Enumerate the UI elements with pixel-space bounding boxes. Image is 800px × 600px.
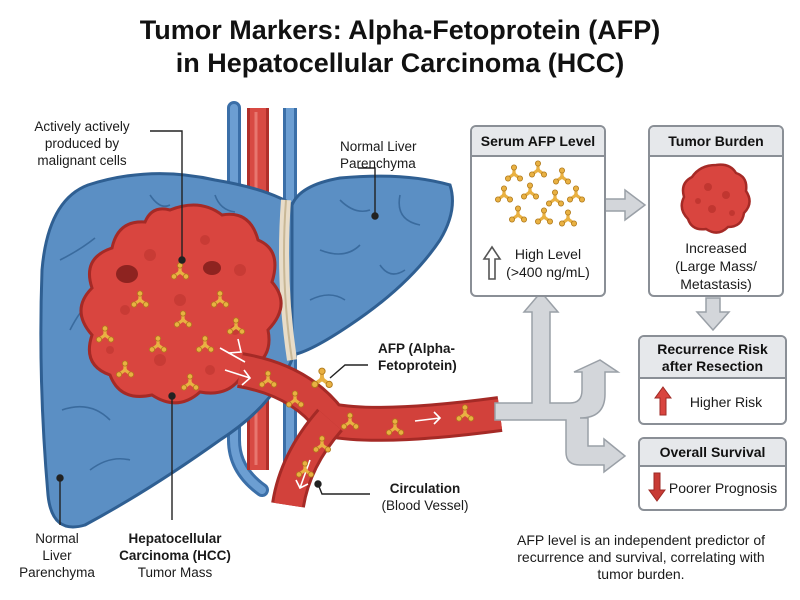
- label-normal-liver-left: Normal Liver Parenchyma: [19, 531, 95, 580]
- leader-lines: [56, 130, 379, 525]
- title-line-2: in Hepatocellular Carcinoma (HCC): [175, 48, 625, 78]
- blood-vessel: [219, 338, 503, 509]
- label-hcc-tumor-mass: Hepatocellular Carcinoma (HCC) Tumor Mas…: [119, 531, 231, 580]
- liver-veins: [59, 194, 421, 471]
- tumor-burden-value: Increased (Large Mass/ Metastasis): [675, 240, 757, 292]
- recurrence-risk-value: Higher Risk: [689, 394, 763, 410]
- label-produced-by-malignant-cells: Actively actively produced by malignant …: [34, 119, 130, 168]
- overall-survival-value: Poorer Prognosis: [668, 480, 778, 496]
- footnote: AFP level is an independent predictor of…: [516, 532, 765, 582]
- box-recurrence-risk: Recurrence Risk after Resection Higher R…: [638, 335, 787, 425]
- up-red-arrow-icon: [654, 386, 672, 416]
- flow-arrows: [494, 188, 731, 474]
- down-arrow-icon: [648, 472, 666, 502]
- afp-molecule-icon: [309, 366, 335, 390]
- label-circulation: Circulation (Blood Vessel): [381, 481, 469, 513]
- title-line-1: Tumor Markers: Alpha-Fetoprotein (AFP): [139, 15, 661, 45]
- overall-survival-title: Overall Survival: [640, 439, 785, 467]
- recurrence-risk-title: Recurrence Risk after Resection: [640, 337, 785, 379]
- tumor-burden-title: Tumor Burden: [650, 127, 782, 157]
- page-title: Tumor Markers: Alpha-Fetoprotein (AFP) i…: [0, 14, 800, 80]
- tumor-icon: [680, 163, 751, 234]
- box-tumor-burden: Tumor Burden Increased (Large Mass/ Meta…: [648, 125, 784, 297]
- liver-right-lobe: [290, 174, 454, 357]
- up-arrow-icon: [482, 245, 502, 280]
- box-serum-afp-level: Serum AFP Level High Level (>400 ng/mL): [470, 125, 606, 297]
- label-afp: AFP (Alpha- Fetoprotein): [378, 341, 457, 373]
- serum-afp-value: High Level (>400 ng/mL): [506, 246, 590, 280]
- label-normal-liver-right: Normal Liver Parenchyma: [340, 139, 417, 171]
- serum-afp-title: Serum AFP Level: [472, 127, 604, 157]
- box-overall-survival: Overall Survival Poorer Prognosis: [638, 437, 787, 511]
- afp-molecule-cluster-icon: [493, 159, 587, 228]
